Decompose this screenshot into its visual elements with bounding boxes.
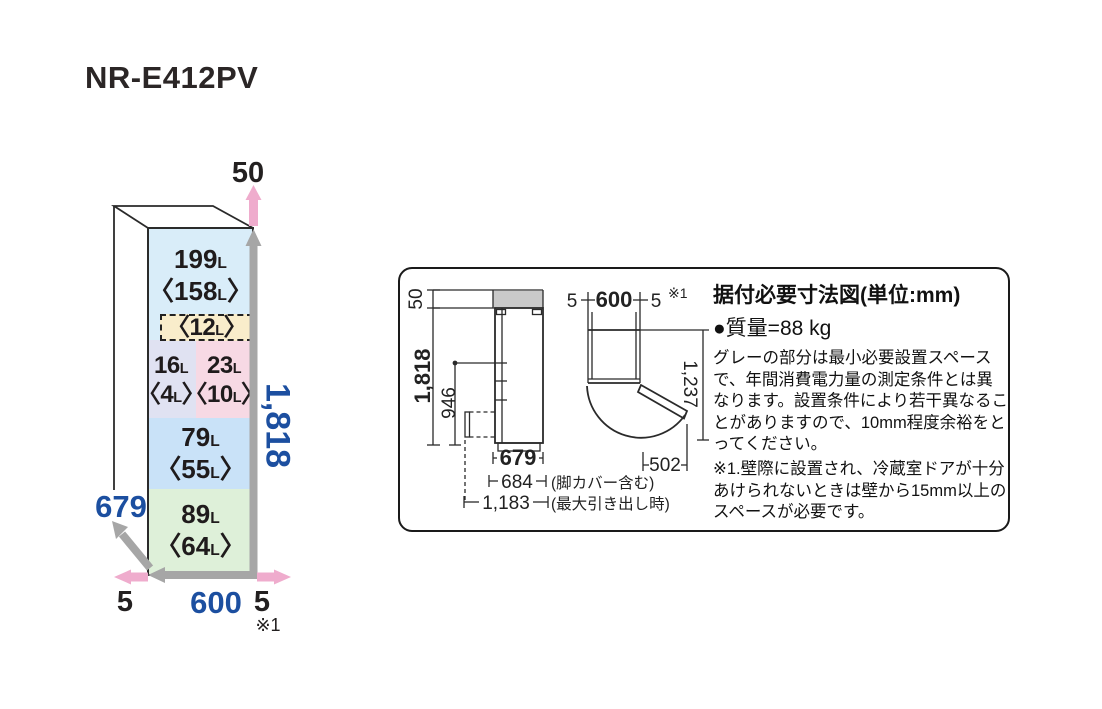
capacity-value: 16L [154,351,189,379]
compartment-vegetable-block [148,489,253,575]
left-clearance-arrow [114,569,148,585]
page-title: NR-E412PV [85,60,259,95]
height-value: 1,818 [258,382,297,469]
installation-drawings: 50 1,818 946 679 684 (脚カバー含む) 1,183 (最大引… [406,285,709,514]
tv-door-width: 502 [649,455,681,476]
sv-depth-cover: 684 [501,472,533,493]
height-arrow [148,229,262,583]
extended-drawer [464,411,495,500]
sv-cover-note: (脚カバー含む) [551,474,654,492]
compartment-ice-block [148,340,196,418]
top-clearance-value: 50 [231,157,265,189]
compartment-chilled-block [196,340,253,418]
tv-width: 600 [596,287,633,312]
capacity-subvalue: 〈55L〉 [155,454,246,484]
gap-left-value: 5 [116,586,134,618]
capacity-subvalue: 〈12L〉 [166,313,248,341]
leg-cover [497,442,541,452]
compartment-partial-label: 〈12L〉 [160,314,253,341]
spec-box-note: ※1.壁際に設置され、冷蔵室ドアが十分あけられないときは壁から15mm以上のスペ… [713,460,1007,521]
spec-box-body: グレーの部分は最小必要設置スペースで、年間消費電力量の測定条件とは異なります。設… [713,349,1009,453]
sv-depth: 679 [500,445,537,470]
capacity-value: 89L [181,499,220,530]
top-clearance-arrow [245,185,262,226]
width-value: 600 [190,585,242,620]
spec-box-weight: ●質量=88 kg [713,317,832,340]
tv-door-open-depth: 1,237 [679,360,700,408]
door-swing-arc [586,385,686,439]
side-view-drawing: 50 1,818 946 679 684 (脚カバー含む) 1,183 (最大引… [406,288,670,514]
compartment-freezer-label: 79L 〈55L〉 [148,422,253,485]
fridge-top-face [110,205,254,229]
clearance-gray-area [493,290,543,308]
compartment-partial-block [160,314,253,341]
sv-top-clearance: 50 [406,288,427,309]
capacity-subvalue: 〈158L〉 [148,276,253,306]
top-view-drawing: 5 600 5 ※1 1,237 502 [567,285,709,476]
compartment-main-label: 199L 〈158L〉 [148,240,253,312]
capacity-subvalue: 〈4L〉 [136,381,206,408]
sv-drawer-height: 946 [439,387,460,419]
sv-drawer-note: (最大引き出し時) [551,495,670,513]
compartment-vegetable-label: 89L 〈64L〉 [148,499,253,563]
capacity-value: 199L [174,244,227,275]
sv-height: 1,818 [410,348,435,403]
capacity-subvalue: 〈64L〉 [155,531,246,561]
capacity-value: 23L [207,351,242,379]
depth-arrow [112,521,154,571]
depth-value: 679 [95,489,147,524]
sv-max-drawer: 1,183 [482,493,530,514]
gap-right-value: 5 [253,586,271,618]
spec-box-title: 据付必要寸法図(単位:mm) [713,284,961,307]
compartment-ice-label: 16L 〈4L〉 [137,348,206,412]
tv-gap-left: 5 [567,291,578,312]
note-ref: ※1 [255,615,281,635]
tv-note-ref: ※1 [668,285,688,301]
fridge-linework [110,185,291,585]
tv-gap-right: 5 [651,291,662,312]
open-door [636,383,689,420]
right-clearance-arrow [257,569,291,585]
fridge-front-outline [147,227,254,576]
compartment-freezer-block [148,418,253,489]
compartment-chilled-label: 23L 〈10L〉 [184,348,266,412]
capacity-value: 79L [181,422,220,453]
